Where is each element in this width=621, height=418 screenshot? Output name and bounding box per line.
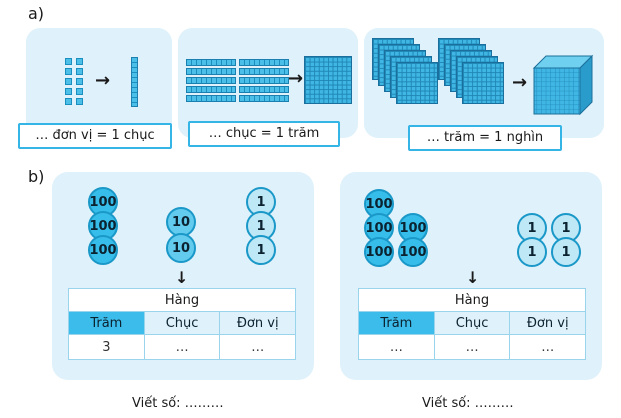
hundred-disc: 100: [88, 187, 118, 217]
caption-units-per-ten: … đơn vị = 1 chục: [18, 123, 172, 149]
right-arrow-icon: →: [512, 72, 528, 93]
ten-rod: [131, 57, 138, 107]
part-a-label: a): [28, 4, 45, 23]
caption-tens-per-hundred: … chục = 1 trăm: [188, 121, 340, 147]
thousand-cube: [532, 54, 594, 116]
header-hundreds: Trăm: [358, 311, 435, 335]
value-tens[interactable]: …: [143, 334, 221, 360]
write-number-right[interactable]: Viết số: ………: [422, 396, 514, 411]
caption-hundreds-per-thousand: … trăm = 1 nghìn: [408, 125, 562, 151]
value-hundreds[interactable]: …: [358, 334, 435, 360]
header-tens: Chục: [143, 311, 221, 335]
header-ones: Đơn vị: [219, 311, 296, 335]
hundred-disc: 100: [364, 237, 394, 267]
hundred-flat: [304, 56, 352, 104]
part-b-label: b): [28, 167, 45, 186]
header-tens: Chục: [433, 311, 511, 335]
header-ones: Đơn vị: [509, 311, 586, 335]
write-number-left[interactable]: Viết số: ………: [132, 396, 224, 411]
place-value-table-left: Hàng Trăm Chục Đơn vị 3 … …: [68, 288, 296, 360]
value-ones[interactable]: …: [219, 334, 296, 360]
hundred-disc: 100: [398, 237, 428, 267]
table-title: Hàng: [68, 288, 296, 312]
value-hundreds: 3: [68, 334, 145, 360]
one-disc: 1: [517, 237, 547, 267]
panel-units-to-ten: [26, 28, 172, 138]
ten-disc: 10: [166, 207, 196, 237]
place-value-table-right: Hàng Trăm Chục Đơn vị … … …: [358, 288, 586, 360]
ten-disc: 10: [166, 233, 196, 263]
header-hundreds: Trăm: [68, 311, 145, 335]
hundred-disc: 100: [88, 235, 118, 265]
one-disc: 1: [551, 237, 581, 267]
table-title: Hàng: [358, 288, 586, 312]
value-ones[interactable]: …: [509, 334, 586, 360]
down-arrow-icon: ↓: [175, 268, 189, 287]
value-tens[interactable]: …: [433, 334, 511, 360]
one-disc: 1: [246, 235, 276, 265]
down-arrow-icon: ↓: [466, 268, 480, 287]
right-arrow-icon: →: [95, 70, 111, 91]
right-arrow-icon: →: [288, 68, 304, 89]
